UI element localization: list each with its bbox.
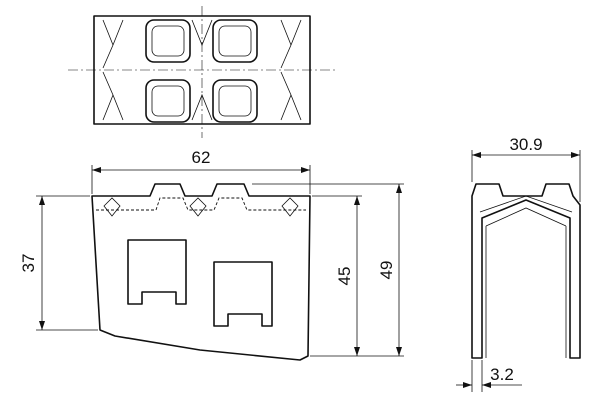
top-right-diamond-lower [280,71,302,121]
front-cutout-right [213,261,273,327]
dimension-37-label: 37 [19,254,38,273]
top-middle-diamonds [191,19,213,121]
dimension-3-2: 3.2 [456,360,522,392]
dimension-3-2-label: 3.2 [490,365,514,384]
dimension-30-9: 30.9 [471,135,581,202]
side-view-outline [471,183,581,359]
dimension-45-label: 45 [335,267,354,286]
side-view-inner-edge-1 [479,195,573,213]
front-diamond-left [103,197,121,217]
side-view-inner-edge-2 [485,207,567,227]
top-view-windows [145,19,258,123]
front-view-outline [91,183,311,361]
front-view [91,183,311,361]
top-left-diamond-lower [102,71,124,121]
dimension-49: 49 [252,183,404,357]
dimension-62-label: 62 [192,148,211,167]
top-left-diamond-upper [102,19,124,69]
dimension-37: 37 [19,195,98,331]
front-diamond-mid [189,197,207,217]
front-view-hidden-line [96,197,306,211]
side-view [471,183,581,359]
dimension-62: 62 [91,148,311,194]
top-right-diamond-upper [280,19,302,69]
dimension-30-9-label: 30.9 [509,135,542,154]
dimension-49-label: 49 [377,261,396,280]
front-diamond-right [281,197,299,217]
dimension-45: 45 [310,195,362,357]
top-view [68,6,336,138]
front-cutout-left [127,239,187,305]
